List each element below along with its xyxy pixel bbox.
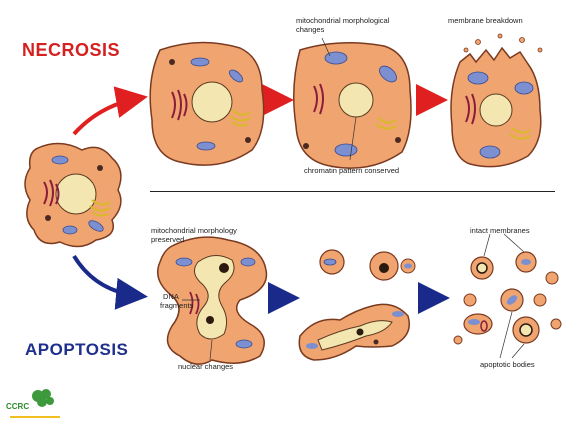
necrosis-cell-2-nucleus (339, 83, 373, 117)
released-debris (498, 34, 502, 38)
apoptotic-body (454, 336, 462, 344)
apoptosis-cell-2-mitochondrion (392, 311, 404, 317)
released-debris (520, 38, 525, 43)
apoptotic-body (464, 294, 476, 306)
bleb-mitochondrion (404, 264, 412, 269)
necrosis-cell-2-vesicle (303, 143, 309, 149)
initial-cell-vesicle (45, 215, 51, 221)
condensed-chromatin (206, 316, 214, 324)
apoptosis-title: APOPTOSIS (25, 340, 128, 360)
apoptosis-cell-2-vesicle (374, 340, 379, 345)
apoptotic-body-nucleus (477, 263, 487, 273)
necrosis-cell-2-mitochondrion (325, 52, 347, 64)
leader-line (500, 312, 512, 358)
apoptotic-body (534, 294, 546, 306)
necrosis-cell-1-mitochondrion (197, 142, 215, 150)
apoptotic-body-mitochondrion (468, 319, 480, 325)
necrosis-cell-1-vesicle (245, 137, 251, 143)
label-intact-membranes: intact membranes (470, 226, 530, 235)
apoptotic-body-mitochondrion (521, 259, 531, 265)
necrosis-cell-1 (150, 42, 263, 165)
necrosis-cell-2 (294, 38, 411, 168)
initial-cell-mitochondrion (63, 226, 77, 234)
leader-line (512, 344, 524, 358)
necrosis-cell-2-vesicle (395, 137, 401, 143)
label-membrane-breakdown: membrane breakdown (448, 16, 523, 25)
necrosis-cell-3-nucleus (480, 94, 512, 126)
necrosis-cell-1-nucleus (192, 82, 232, 122)
released-debris (476, 40, 481, 45)
released-debris (464, 48, 468, 52)
label-mito-changes-2: changes (296, 25, 324, 34)
label-mito-preserved: mitochondrial morphology (151, 226, 237, 235)
initial-cell (25, 143, 121, 246)
apoptosis-cell-1-mitochondrion (236, 340, 252, 348)
bleb-nuclear-fragment (379, 263, 389, 273)
necrosis-title: NECROSIS (22, 40, 120, 61)
apoptosis-cell-1-mitochondrion (176, 258, 192, 266)
label-chromatin: chromatin pattern conserved (304, 166, 399, 175)
apoptotic-body-nucleus (520, 324, 532, 336)
apoptotic-body (551, 319, 561, 329)
apoptosis-arrow-main (74, 256, 140, 296)
label-mito-changes: mitochondrial morphological (296, 16, 389, 25)
label-dna: DNA (163, 292, 179, 301)
released-debris (538, 48, 542, 52)
leader-line (484, 234, 490, 256)
bleb-mitochondrion (324, 259, 336, 265)
necrosis-arrow-main (74, 98, 140, 134)
section-divider (150, 191, 555, 192)
condensed-chromatin (357, 329, 364, 336)
apoptosis-cell-2 (299, 250, 415, 360)
initial-cell-nucleus (56, 174, 96, 214)
necrosis-cell-3-mitochondrion (468, 72, 488, 84)
label-dna-fragments: fragments (160, 301, 193, 310)
ccrc-logo-text: CCRC (6, 402, 29, 411)
condensed-chromatin (219, 263, 229, 273)
necrosis-cell-3-mitochondrion (515, 82, 533, 94)
necrosis-cell-1-vesicle (169, 59, 175, 65)
apoptosis-cell-2-mitochondrion (306, 343, 318, 349)
initial-cell-mitochondrion (52, 156, 68, 164)
initial-cell-vesicle (97, 165, 103, 171)
label-nuclear-changes: nuclear changes (178, 362, 233, 371)
leader-line (504, 234, 524, 252)
apoptosis-cell-1-mitochondrion (241, 258, 255, 266)
necrosis-cell-1-mitochondrion (191, 58, 209, 66)
necrosis-cell-3-mitochondrion (480, 146, 500, 158)
necrosis-cell-3 (451, 34, 542, 167)
apoptotic-body (546, 272, 558, 284)
label-apoptotic-bodies: apoptotic bodies (480, 360, 535, 369)
apoptotic-bodies (454, 234, 561, 358)
label-mito-preserved-2: preserved (151, 235, 184, 244)
necrosis-cell-2-mitochondrion (335, 144, 357, 156)
